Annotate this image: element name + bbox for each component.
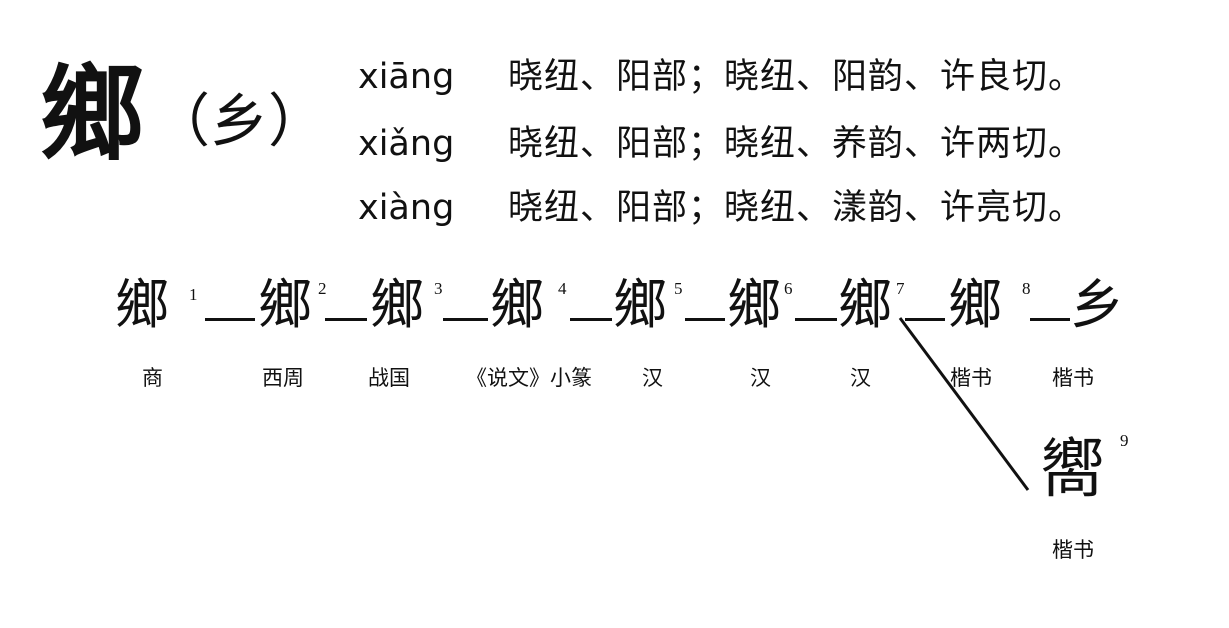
glyph-number: 9 <box>1120 431 1129 450</box>
glyph-number: 6 <box>784 279 793 298</box>
glyph-number: 8 <box>1022 279 1031 298</box>
connector-line <box>570 318 612 321</box>
glyph-number: 3 <box>434 279 443 298</box>
glyph-number: 2 <box>318 279 327 298</box>
connector-line <box>443 318 488 321</box>
glyph-number: 4 <box>558 279 567 298</box>
era-label: 《说文》小篆 <box>466 366 592 390</box>
era-label: 汉 <box>850 366 871 390</box>
fanqie: 晓纽、阳部；晓纽、养韵、许两切。 <box>508 124 1085 164</box>
evolution-glyph: 乡 <box>1070 273 1124 336</box>
evolution-glyph: 鄉 <box>370 273 424 336</box>
reading-row: xiǎng 晓纽、阳部；晓纽、养韵、许两切。 <box>358 127 1084 162</box>
era-label: 汉 <box>642 366 663 390</box>
connector-line <box>905 318 945 321</box>
era-label: 商 <box>142 366 163 390</box>
glyph-number: 5 <box>674 279 683 298</box>
reading-row: xiàng 晓纽、阳部；晓纽、漾韵、许亮切。 <box>358 191 1084 226</box>
evolution-glyph: 鄉 <box>948 273 1002 336</box>
connector-line <box>795 318 837 321</box>
connector-line <box>205 318 255 321</box>
evolution-glyph: 鄉 <box>727 273 781 336</box>
evolution-glyph: 鄉 <box>490 273 544 336</box>
pinyin: xiǎng <box>358 124 455 164</box>
evolution-glyph: 鄉 <box>258 273 312 336</box>
pinyin: xiāng <box>358 57 455 97</box>
evolution-glyph: 鄉 <box>115 273 169 336</box>
evolution-glyph: 鄉 <box>838 273 892 336</box>
era-label: 楷书 <box>1052 366 1094 390</box>
pinyin: xiàng <box>358 188 455 228</box>
era-label: 楷书 <box>1052 538 1094 562</box>
fanqie: 晓纽、阳部；晓纽、漾韵、许亮切。 <box>508 188 1085 228</box>
fanqie: 晓纽、阳部；晓纽、阳韵、许良切。 <box>508 57 1085 97</box>
head-character: 鄉 <box>40 52 144 175</box>
simplified-form: （乡） <box>152 87 327 155</box>
branch-glyph: 嚮 <box>1040 433 1104 507</box>
glyph-number: 1 <box>189 285 198 304</box>
reading-row: xiāng 晓纽、阳部；晓纽、阳韵、许良切。 <box>358 60 1084 95</box>
connector-line <box>685 318 725 321</box>
era-label: 汉 <box>750 366 771 390</box>
connector-line <box>325 318 367 321</box>
connector-line <box>1030 318 1070 321</box>
era-label: 战国 <box>368 366 410 390</box>
branch-line <box>898 317 1030 491</box>
glyph-number: 7 <box>896 279 905 298</box>
evolution-glyph: 鄉 <box>613 273 667 336</box>
era-label: 楷书 <box>950 366 992 390</box>
era-label: 西周 <box>262 366 304 390</box>
